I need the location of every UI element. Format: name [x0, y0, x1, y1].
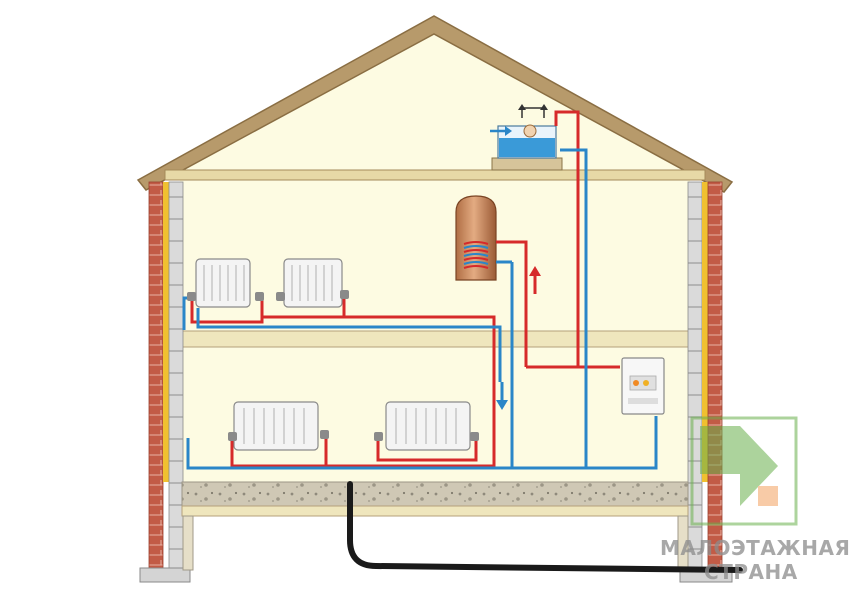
attic-space: [168, 28, 700, 172]
left-block-wall: [168, 181, 184, 571]
boiler-tank-icon: [455, 195, 497, 281]
cold-pipes: [182, 148, 658, 470]
attic-floor: [164, 169, 706, 181]
underground-pipe: [347, 481, 743, 573]
right-block-wall: [687, 181, 703, 571]
flow-arrow-icon: [496, 382, 508, 410]
radiator-icon: [195, 258, 251, 308]
gas-boiler-icon: [621, 357, 665, 415]
left-footing: [139, 567, 191, 583]
roof: [136, 15, 734, 193]
watermark-line1: МАЛОЭТАЖНАЯ: [660, 536, 850, 560]
watermark-text: МАЛОЭТАЖНАЯ СТРАНА: [660, 536, 850, 584]
ground-floor-slab: [181, 481, 689, 507]
expansion-tank-icon: [490, 104, 563, 171]
right-insulation: [702, 182, 708, 482]
left-brick-wall: [148, 181, 164, 571]
logo-icon: [690, 416, 798, 526]
left-insulation: [163, 182, 169, 482]
radiator-valves: [187, 290, 479, 441]
watermark-line2: СТРАНА: [704, 560, 798, 584]
radiator-icon: [283, 258, 343, 308]
right-brick-wall: [707, 181, 723, 571]
left-pier: [182, 515, 194, 571]
flow-arrow-icon: [529, 266, 541, 294]
hot-pipes: [190, 110, 620, 468]
radiator-icon: [233, 401, 319, 451]
interfloor-slab: [179, 330, 691, 348]
floor-beam: [181, 505, 689, 517]
radiator-icon: [385, 401, 471, 451]
